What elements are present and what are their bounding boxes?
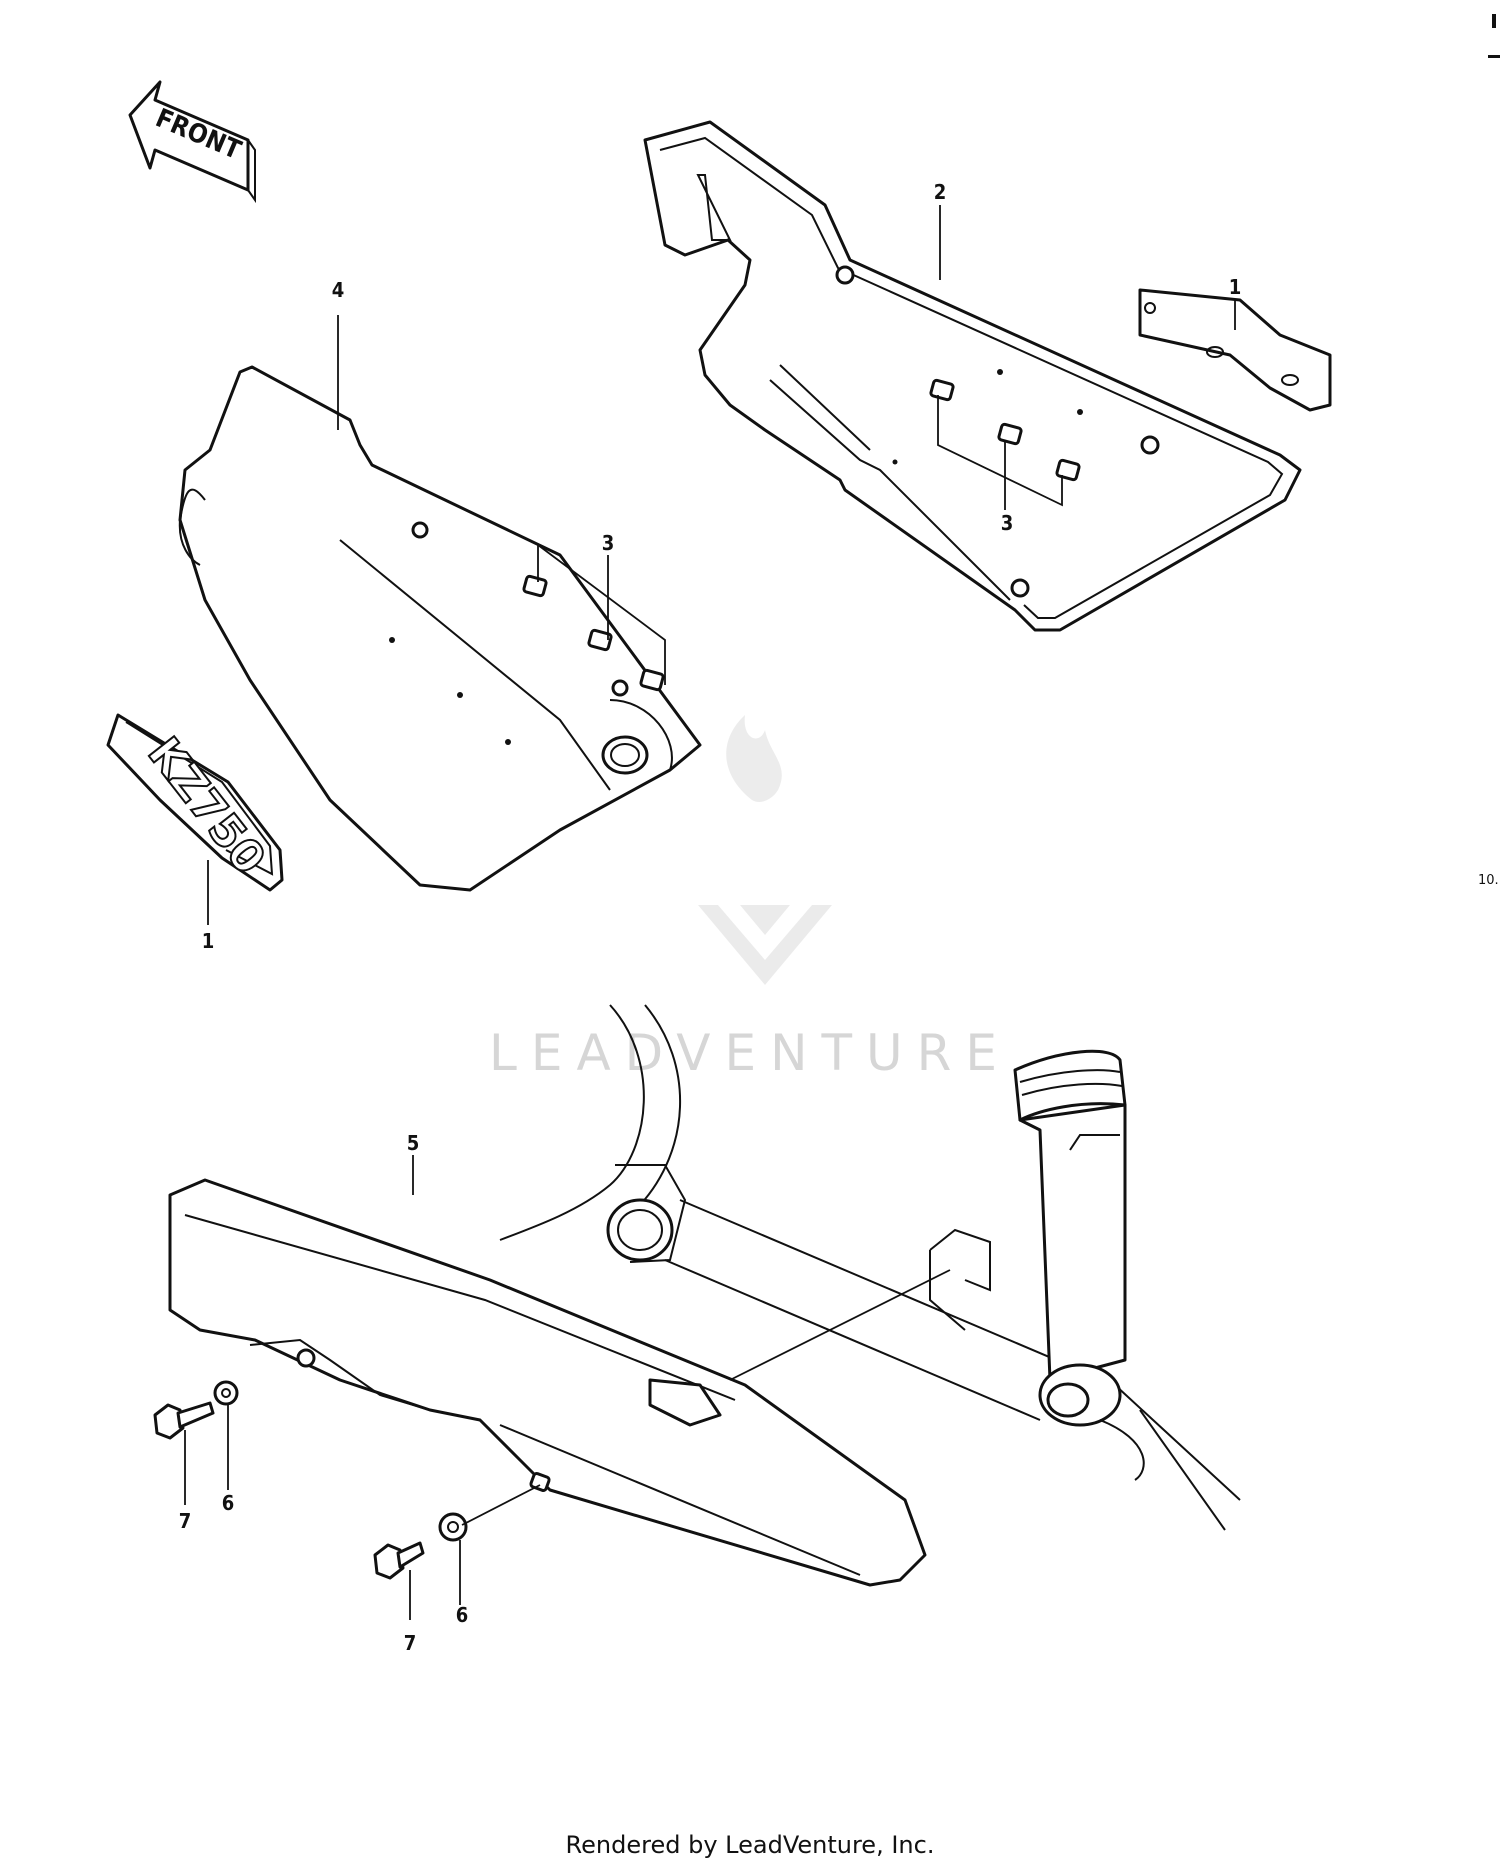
leader-lines (184, 205, 1236, 1620)
clip-nuts-left (522, 574, 665, 692)
callout-3-right: 3 (1001, 511, 1014, 535)
washer-upper (213, 1380, 239, 1406)
callout-5: 5 (407, 1131, 420, 1155)
callout-7-upper: 7 (179, 1509, 192, 1533)
chain-guard (168, 1178, 927, 1587)
kz750-emblem-text: KZ750 (138, 728, 275, 884)
washer-lower (438, 1512, 468, 1542)
edge-mark-top (1492, 14, 1496, 28)
edge-mark-dash (1488, 55, 1500, 58)
callout-1-emblem: 1 (202, 929, 215, 953)
right-side-cover (643, 120, 1302, 632)
front-arrow-icon (128, 80, 256, 204)
callout-4: 4 (332, 278, 345, 302)
bolt-upper (153, 1401, 215, 1440)
emblem-plate-right (1138, 288, 1332, 412)
callout-6-upper: 6 (222, 1491, 235, 1515)
callout-1-right: 1 (1229, 275, 1242, 299)
callout-3-left: 3 (602, 531, 615, 555)
callout-7-lower: 7 (404, 1631, 417, 1655)
callout-2: 2 (934, 180, 947, 204)
watermark-logo (698, 715, 832, 985)
footer-credit: Rendered by LeadVenture, Inc. (566, 1831, 935, 1859)
frame-swingarm (499, 1004, 1241, 1531)
callout-6-lower: 6 (456, 1603, 469, 1627)
watermark-brand: LEADVENTURE (489, 1024, 1011, 1082)
edge-label: 10. (1478, 873, 1499, 888)
kz750-emblem (106, 713, 284, 892)
clip-nuts-right (929, 378, 1081, 482)
left-side-cover (178, 365, 702, 892)
bolt-lower (373, 1541, 425, 1580)
